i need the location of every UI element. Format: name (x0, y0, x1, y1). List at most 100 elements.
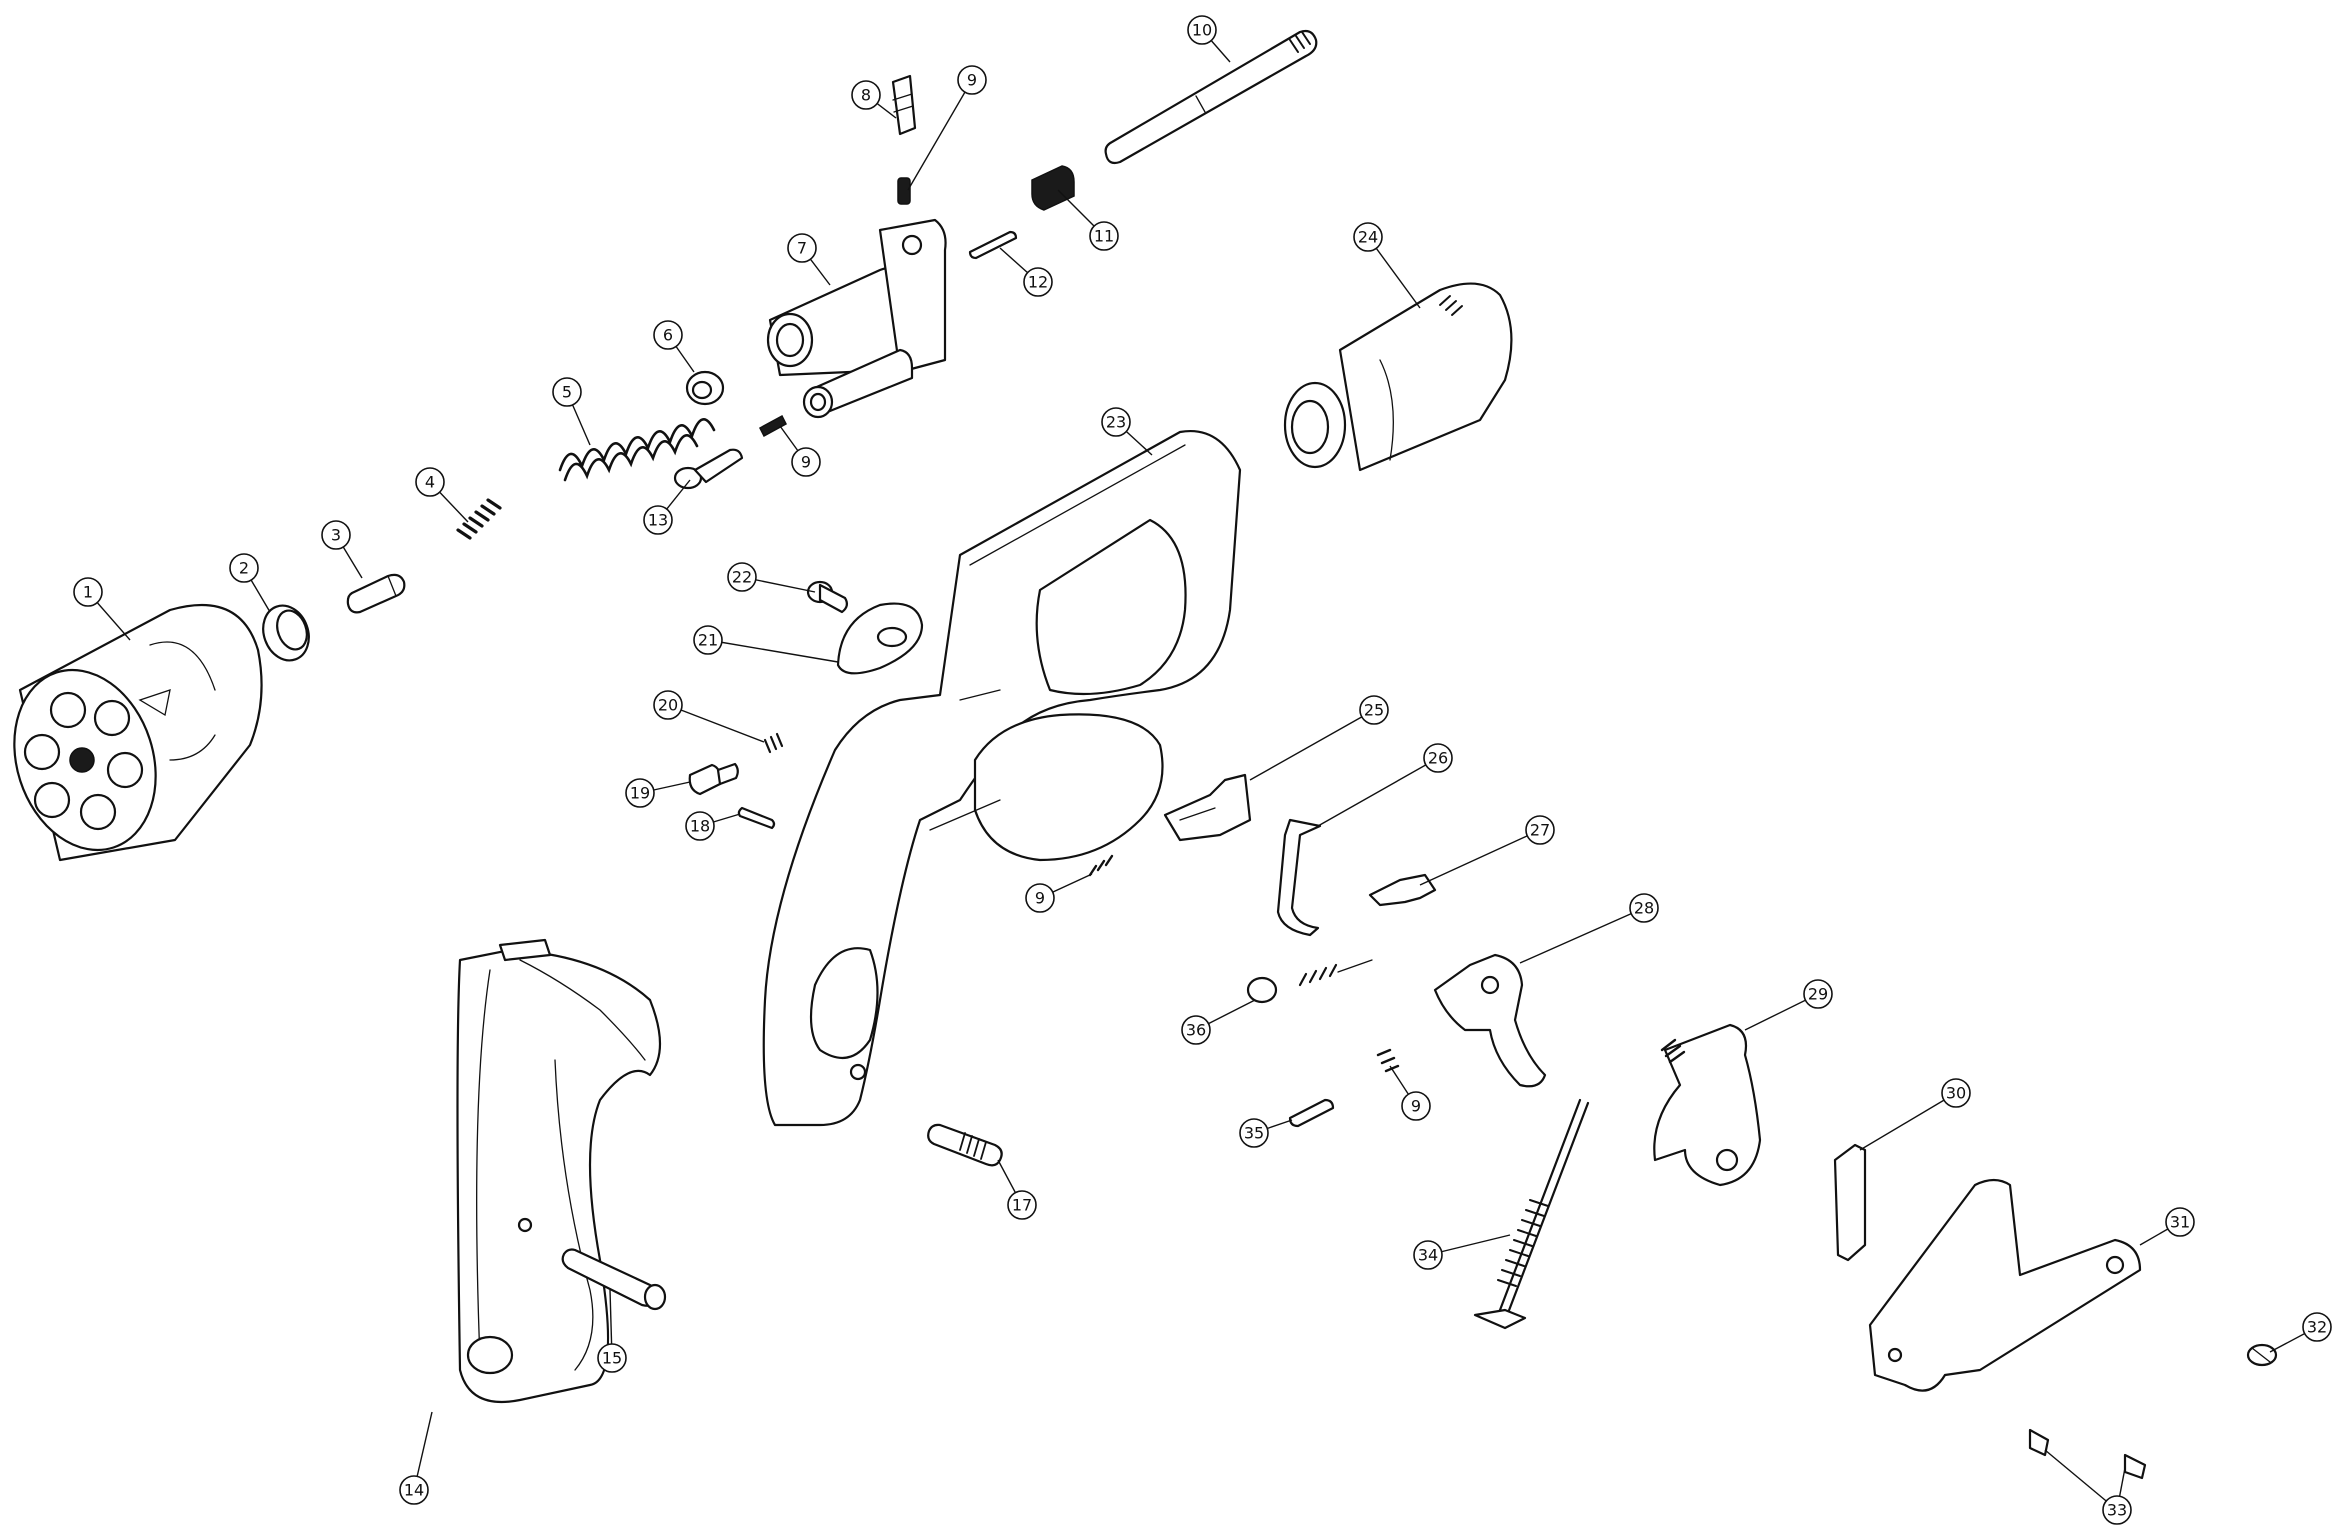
part-grip (456, 938, 662, 1404)
callout-14: 14 (399, 1411, 433, 1505)
callout-number: 13 (648, 511, 668, 530)
callout-10: 10 (1187, 15, 1231, 63)
callout-number: 21 (698, 631, 718, 650)
callout-5: 5 (552, 377, 591, 446)
callout-20: 20 (653, 690, 765, 743)
callout-leader-line (1859, 1092, 1957, 1151)
callout-circle (597, 1343, 627, 1373)
part-spring-5 (558, 418, 716, 482)
part-pin-35 (1288, 1098, 1335, 1128)
part-spring-4 (456, 498, 502, 540)
part-pin-3 (346, 573, 406, 614)
callout-25: 25 (1249, 695, 1389, 781)
callout-number: 14 (404, 1481, 424, 1500)
callout-number: 27 (1530, 821, 1550, 840)
part-plate-21 (836, 602, 924, 675)
part-spring-20 (763, 732, 784, 754)
callout-24: 24 (1353, 222, 1421, 309)
callout-2: 2 (229, 553, 271, 613)
callout-number: 24 (1358, 228, 1378, 247)
callout-number: 17 (1012, 1196, 1032, 1215)
callout-circle (2302, 1312, 2332, 1342)
callout-23: 23 (1101, 407, 1153, 456)
callout-leader-line (907, 79, 973, 191)
callout-number: 2 (239, 559, 249, 578)
callout-number: 12 (1028, 273, 1048, 292)
part-pin-18 (737, 806, 776, 830)
callout-number: 28 (1634, 899, 1654, 918)
callout-circle (2102, 1495, 2132, 1525)
part-spring-9-middle (759, 414, 787, 438)
callout-circle (1025, 883, 1055, 913)
callout-circle (2165, 1207, 2195, 1237)
part-hammer (1433, 953, 1547, 1088)
callout-circle (321, 520, 351, 550)
callout-number: 9 (1035, 889, 1045, 908)
callout-7: 7 (787, 233, 831, 286)
callout-circle (552, 377, 582, 407)
callout-circle (791, 447, 821, 477)
callout-circle (1359, 695, 1389, 725)
part-lever-26 (1276, 818, 1322, 937)
callout-circle (1629, 893, 1659, 923)
part-mainspring (1473, 1098, 1590, 1330)
part-yoke-block (766, 218, 947, 419)
callout-leader-line (1419, 829, 1541, 886)
callout-leader-line (2044, 1449, 2118, 1511)
callout-number: 22 (732, 568, 752, 587)
callout-number: 29 (1808, 985, 1828, 1004)
part-spring-guide-36 (1246, 959, 1373, 1004)
callout-number: 9 (967, 71, 977, 90)
callout-circle (1401, 1091, 1431, 1121)
callout-13: 13 (643, 479, 691, 535)
callout-circle (1413, 1240, 1443, 1270)
callout-number: 15 (602, 1349, 622, 1368)
callout-number: 4 (425, 473, 435, 492)
callout-circle (1941, 1078, 1971, 1108)
callout-number: 9 (1411, 1097, 1421, 1116)
callout-27: 27 (1419, 815, 1555, 886)
part-screw-32 (2246, 1343, 2278, 1367)
part-pin-12 (968, 230, 1018, 260)
callout-3: 3 (321, 520, 363, 579)
callout-22: 22 (727, 562, 816, 593)
callout-circle (653, 320, 683, 350)
callout-number: 30 (1946, 1084, 1966, 1103)
part-pin-17 (927, 1123, 1003, 1167)
part-screw-15 (561, 1248, 667, 1311)
callout-circle (1525, 815, 1555, 845)
part-trigger (1653, 1023, 1762, 1187)
callout-circle (625, 778, 655, 808)
callout-leader-line (1249, 709, 1375, 781)
callout-number: 33 (2107, 1501, 2127, 1520)
callout-number: 1 (83, 583, 93, 602)
part-ring (262, 604, 310, 662)
callout-number: 10 (1192, 21, 1212, 40)
callout-leader-line (707, 639, 839, 663)
callout-number: 25 (1364, 701, 1384, 720)
part-screws-33 (2028, 1428, 2147, 1480)
callout-9: 9 (779, 425, 821, 477)
callout-number: 32 (2307, 1318, 2327, 1337)
part-spring-9-lower (1088, 854, 1400, 1073)
callout-28: 28 (1519, 893, 1659, 964)
callout-36: 36 (1181, 999, 1256, 1045)
callout-9: 9 (907, 65, 987, 191)
part-barrel-shroud (1283, 282, 1513, 472)
callout-29: 29 (1744, 979, 1833, 1031)
callout-18: 18 (685, 811, 741, 841)
callout-number: 20 (658, 696, 678, 715)
callout-circle (415, 467, 445, 497)
callout-8: 8 (851, 80, 897, 119)
callout-number: 36 (1186, 1021, 1206, 1040)
callout-19: 19 (625, 778, 691, 808)
callout-34: 34 (1413, 1234, 1511, 1270)
callout-number: 11 (1094, 227, 1114, 246)
callout-17: 17 (997, 1159, 1037, 1220)
callout-circle (693, 625, 723, 655)
callout-leader-line (1317, 757, 1439, 827)
part-frame (762, 430, 1242, 1127)
callout-31: 31 (2139, 1207, 2195, 1246)
callout-number: 8 (861, 86, 871, 105)
